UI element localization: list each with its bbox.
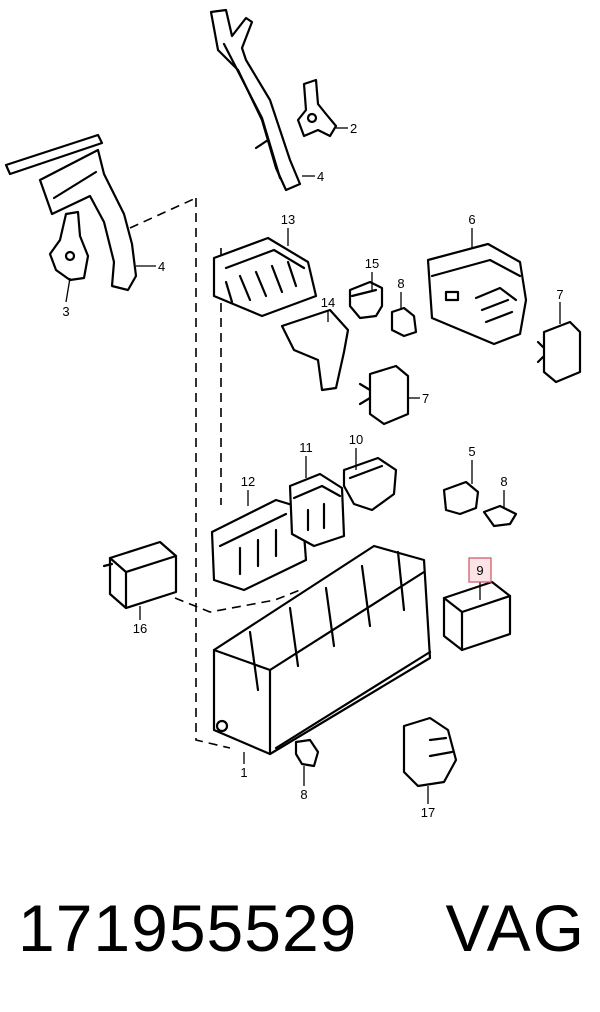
part-relay-carrier-6: [426, 242, 528, 346]
part-caption: 171955529 VAG: [0, 888, 600, 978]
part-terminal-8-upper: [390, 306, 418, 338]
callout-3: 3: [62, 304, 69, 319]
callout-2: 2: [350, 121, 357, 136]
part-clip-2: [296, 78, 338, 138]
callout-7-right: 7: [556, 287, 563, 302]
part-mounting-bracket-lower: [38, 148, 138, 292]
callout-8-bottom: 8: [300, 787, 307, 802]
callout-4-upper: 4: [317, 169, 324, 184]
callout-5: 5: [468, 444, 475, 459]
part-relay-17: [402, 716, 458, 788]
callout-4-lower: 4: [158, 259, 165, 274]
callout-17: 17: [421, 805, 435, 820]
part-connector-5: [442, 480, 480, 516]
part-connector-15: [348, 280, 384, 320]
callout-7-middle: 7: [422, 391, 429, 406]
callout-6: 6: [468, 212, 475, 227]
part-number: 171955529: [18, 891, 358, 965]
exploded-parts-diagram: 2 4 3 4 13 6 15 8 7 14 7 11 10 12 5 8 9 …: [4, 8, 582, 820]
part-relay-16: [102, 540, 178, 610]
part-terminal-8-bottom: [294, 738, 320, 768]
callout-1: 1: [240, 765, 247, 780]
callout-12: 12: [241, 474, 255, 489]
callout-15: 15: [365, 256, 379, 271]
part-connector-11: [288, 472, 346, 548]
callout-8-right: 8: [500, 474, 507, 489]
callouts: 2 4 3 4 13 6 15 8 7 14 7 11 10 12 5 8 9 …: [62, 121, 563, 820]
part-connector-12: [210, 498, 308, 592]
callout-14: 14: [321, 295, 335, 310]
callout-13: 13: [281, 212, 295, 227]
part-rail: [4, 133, 104, 176]
part-mounting-bracket-upper: [209, 8, 302, 192]
part-relay-9: [442, 580, 512, 652]
part-central-electrics-1: [212, 544, 432, 756]
callout-11: 11: [299, 440, 313, 455]
part-clip-3: [48, 210, 90, 282]
callout-9-highlight: 9: [468, 557, 492, 583]
callout-9: 9: [476, 563, 483, 578]
part-fuse-7-middle: [358, 364, 410, 426]
callout-8-upper: 8: [397, 276, 404, 291]
part-terminal-8-right: [482, 504, 518, 528]
assembly-dash-lines: [129, 197, 301, 749]
part-connector-13: [212, 236, 318, 318]
callout-10: 10: [349, 432, 363, 447]
part-connector-10: [342, 456, 398, 512]
leader-lines: [65, 127, 561, 804]
callout-16: 16: [133, 621, 147, 636]
part-connector-14: [280, 308, 350, 392]
brand-name: VAG: [445, 891, 586, 965]
part-fuse-7-right: [536, 320, 582, 384]
